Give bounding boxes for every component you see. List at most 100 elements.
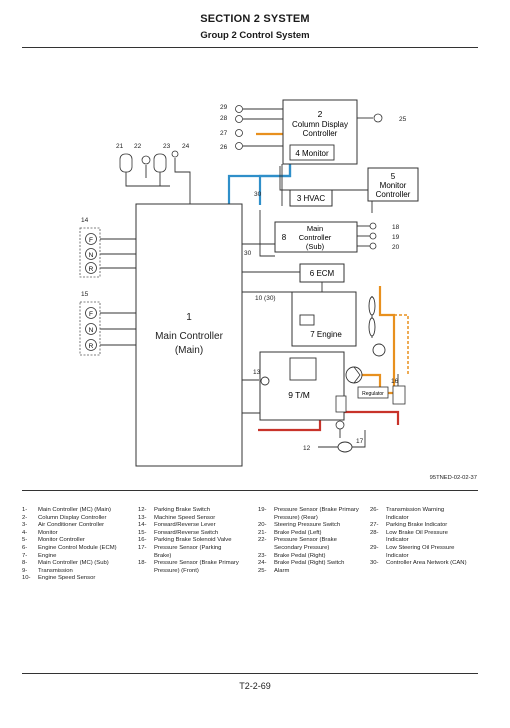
- legend-number: 5-: [22, 537, 28, 544]
- legend-item: Pressure) (Rear): [258, 515, 370, 523]
- monitor-controller-label-2: Controller: [376, 190, 411, 199]
- legend-text: Transmission Warning: [386, 507, 445, 513]
- legend-item: 8-Main Controller (MC) (Sub): [22, 560, 136, 568]
- figure-code: 95TNED-02-02-37: [430, 475, 477, 481]
- header-rule: [22, 47, 478, 48]
- hvac-block: [289, 189, 333, 207]
- parking-brake-valve: [392, 385, 406, 405]
- legend-item: 21-Brake Pedal (Left): [258, 530, 370, 538]
- legend-number: 6-: [22, 544, 28, 551]
- regulator-block: [357, 386, 389, 399]
- legend-text: Engine Speed Sensor: [38, 575, 96, 582]
- callout-29: 29: [220, 104, 228, 111]
- legend-text: Main Controller (MC) (Sub): [38, 560, 109, 567]
- callout-26: 26: [220, 144, 228, 151]
- legend-item: 28-Low Brake Oil Pressure: [370, 530, 480, 538]
- legend-text: Brake Pedal (Right) Switch: [274, 560, 345, 567]
- switch-n: N: [89, 327, 94, 334]
- legend-number: 14-: [138, 522, 147, 529]
- monitor-block: [289, 144, 335, 161]
- callout-16: 16: [391, 378, 399, 385]
- legend-text: Brake): [154, 552, 172, 559]
- section-title: SECTION 2 SYSTEM: [200, 13, 310, 25]
- legend-item: 9-Transmission: [22, 568, 136, 576]
- ecm-block: [299, 263, 345, 283]
- main-controller-sub-label: (Main): [175, 345, 203, 356]
- legend-number: 23-: [258, 552, 267, 559]
- switch-f: F: [89, 311, 93, 318]
- callout-numbers: 29 28 27 26 25 21 22 23 24 30 30 10 (30)…: [81, 104, 407, 452]
- main-controller-sub-line2: Controller: [299, 233, 332, 242]
- legend-number: 28-: [370, 529, 379, 536]
- callout-30b: 30: [244, 250, 252, 257]
- control-system-diagram: 1 Main Controller (Main) 2 Column Displa…: [79, 99, 477, 481]
- signal-lines: [100, 108, 399, 448]
- legend-number: 17-: [138, 544, 147, 551]
- group-title: Group 2 Control System: [200, 30, 310, 41]
- column-display-number: 2: [318, 109, 323, 119]
- fan-icon: [368, 296, 376, 338]
- legend-number: [370, 553, 386, 561]
- legend-text: Monitor: [38, 529, 58, 536]
- legend-text: Forward/Reverse Lever: [154, 522, 216, 529]
- legend-text: Brake Pedal (Left): [274, 529, 322, 536]
- legend-text: Monitor Controller: [38, 537, 85, 544]
- callout-12: 12: [303, 445, 311, 452]
- pressure-sensor-17: [335, 420, 345, 430]
- legend-text: Column Display Controller: [38, 514, 107, 521]
- legend-number: 19-: [258, 507, 267, 513]
- legend-number: [258, 515, 274, 523]
- callout-18: 18: [392, 224, 400, 231]
- legend-col-1: 1-Main Controller (MC) (Main)2-Column Di…: [22, 507, 136, 583]
- lever-r: R: [89, 266, 94, 273]
- column-display-label: Column Display: [292, 120, 348, 129]
- legend-item: 7-Engine: [22, 553, 136, 561]
- callout-19: 19: [392, 234, 400, 241]
- legend-number: 24-: [258, 560, 267, 567]
- legend-item: 29-Low Steering Oil Pressure: [370, 545, 480, 553]
- monitor-controller-number: 5: [391, 172, 396, 181]
- callout-22: 22: [134, 143, 142, 150]
- legend-number: [258, 545, 274, 553]
- engine-label: 7 Engine: [310, 330, 342, 339]
- legend-item: 2-Column Display Controller: [22, 515, 136, 523]
- legend-item: Indicator: [370, 537, 480, 545]
- legend-item: 10- Engine Speed Sensor: [22, 575, 136, 583]
- brake-actuator: [335, 395, 347, 413]
- column-display-label-2: Controller: [303, 129, 338, 138]
- legend-number: 10-: [22, 575, 31, 582]
- forward-reverse-switch-box: [79, 301, 101, 356]
- brake-pedals: [119, 150, 179, 173]
- legend-number: 30-: [370, 560, 379, 567]
- legend-item: 26-Transmission Warning: [370, 507, 480, 515]
- monitor-label: 4 Monitor: [295, 149, 329, 158]
- legend-text: Pressure) (Rear): [274, 514, 318, 521]
- callout-17: 17: [356, 438, 364, 445]
- forward-reverse-lever-icons: [85, 233, 97, 274]
- legend-item: 1-Main Controller (MC) (Main): [22, 507, 136, 515]
- legend-text: Alarm: [274, 567, 290, 574]
- legend-text: Pressure Sensor (Brake Primary: [154, 560, 239, 567]
- legend-number: 20-: [258, 522, 267, 529]
- monitor-controller-block: [367, 167, 419, 202]
- forward-reverse-lever-box: [79, 227, 101, 278]
- transmission-label: 9 T/M: [288, 390, 310, 400]
- legend-number: 7-: [22, 552, 28, 559]
- legend-text: Transmission: [38, 567, 73, 574]
- legend-item: 18- Pressure Sensor (Brake Primary: [138, 560, 256, 568]
- main-controller-number: 1: [186, 312, 192, 323]
- main-controller-sub-block: [274, 221, 358, 253]
- legend-text: Indicator: [386, 552, 409, 559]
- legend-text: Engine Control Module (ECM): [38, 544, 117, 551]
- legend-number: 18-: [138, 560, 147, 567]
- legend-text: Secondary Pressure): [274, 544, 330, 551]
- main-controller-label: Main Controller: [155, 331, 223, 342]
- legend-number: 16-: [138, 537, 147, 544]
- indicator-lamps: [235, 105, 243, 150]
- legend-number: 27-: [370, 522, 379, 529]
- legend-text: Air Conditioner Controller: [38, 522, 105, 529]
- legend-text: Machine Speed Sensor: [154, 514, 216, 521]
- main-controller-sub-line3: (Sub): [306, 242, 325, 251]
